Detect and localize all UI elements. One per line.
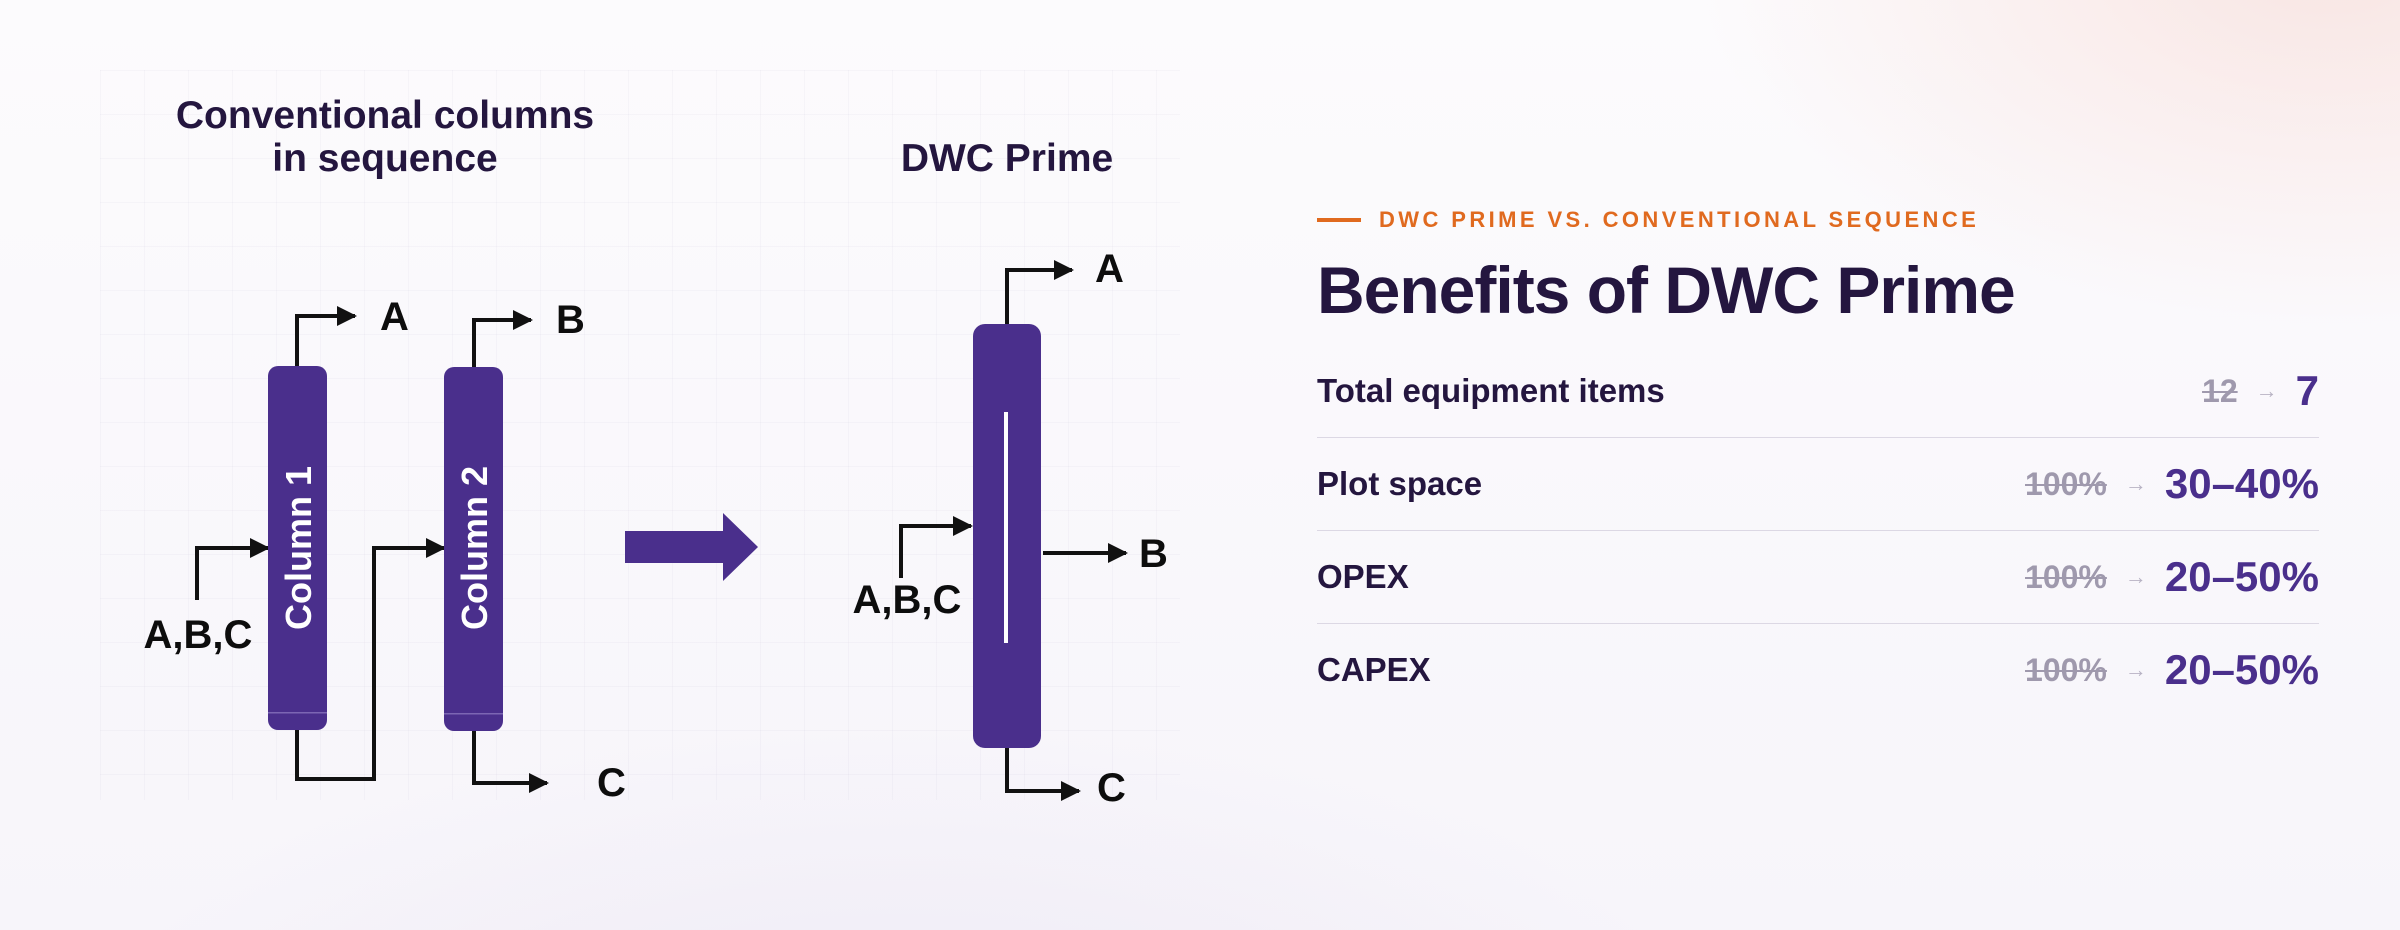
feed-label-conventional: A,B,C (144, 613, 253, 657)
new-value: 7 (2295, 367, 2319, 414)
benefit-row-plot-space: Plot space 100% → 30–40% (1317, 438, 2319, 531)
benefit-row-opex: OPEX 100% → 20–50% (1317, 531, 2319, 624)
product-a-label-dwc: A (1095, 247, 1124, 291)
product-c-line-column2 (472, 731, 549, 793)
column-1-label: Column 1 (278, 466, 319, 630)
product-c-label-conventional: C (597, 761, 626, 805)
intercolumn-line (295, 538, 446, 781)
feed-line-column1 (195, 538, 270, 600)
eyebrow-accent-bar (1317, 218, 1361, 222)
product-a-line-column1 (295, 306, 357, 366)
old-value: 100% (2025, 558, 2107, 595)
benefit-label: OPEX (1317, 558, 1409, 595)
product-c-line-dwc (1005, 748, 1081, 801)
feed-line-dwc (899, 516, 973, 578)
product-a-label-conventional: A (380, 295, 409, 339)
arrow-icon: → (2124, 564, 2147, 589)
benefit-row-equipment: Total equipment items 12 → 7 (1317, 345, 2319, 438)
column-1: Column 1 (268, 366, 327, 730)
arrow-icon: → (2255, 378, 2278, 403)
benefit-label: Plot space (1317, 465, 1483, 502)
new-value: 20–50% (2164, 646, 2319, 693)
benefit-label: CAPEX (1317, 651, 1431, 688)
benefit-row-capex: CAPEX 100% → 20–50% (1317, 624, 2319, 716)
arrow-icon: → (2124, 471, 2147, 496)
process-diagram: Conventional columns in sequence DWC Pri… (144, 94, 1168, 810)
benefits-list: Total equipment items 12 → 7 Plot space … (1317, 345, 2319, 716)
feed-label-dwc: A,B,C (853, 578, 962, 622)
new-value: 30–40% (2164, 460, 2319, 507)
left-heading-line1: Conventional columns (176, 94, 594, 137)
right-heading: DWC Prime (901, 137, 1113, 180)
old-value: 100% (2025, 651, 2107, 688)
benefit-values: 12 → 7 (2202, 367, 2319, 415)
left-heading-line2: in sequence (272, 137, 497, 180)
benefits-panel: DWC PRIME VS. CONVENTIONAL SEQUENCE Bene… (1317, 205, 2319, 716)
transition-arrow (625, 513, 758, 581)
eyebrow-text: DWC PRIME VS. CONVENTIONAL SEQUENCE (1379, 207, 1980, 232)
new-value: 20–50% (2164, 553, 2319, 600)
product-b-label-conventional: B (556, 298, 585, 342)
dwc-column (973, 324, 1041, 748)
column-2-label: Column 2 (454, 466, 495, 630)
column-2: Column 2 (444, 367, 503, 731)
benefit-label: Total equipment items (1317, 372, 1665, 409)
arrow-icon: → (2124, 657, 2147, 682)
benefit-values: 100% → 30–40% (2025, 460, 2319, 508)
benefit-values: 100% → 20–50% (2025, 553, 2319, 601)
product-b-line-column2 (472, 310, 533, 367)
old-value: 100% (2025, 465, 2107, 502)
old-value: 12 (2202, 372, 2238, 409)
product-a-line-dwc (1005, 260, 1074, 324)
eyebrow: DWC PRIME VS. CONVENTIONAL SEQUENCE (1317, 205, 2319, 235)
product-c-label-dwc: C (1097, 766, 1126, 810)
benefit-values: 100% → 20–50% (2025, 646, 2319, 694)
product-b-label-dwc: B (1139, 532, 1168, 576)
panel-title: Benefits of DWC Prime (1317, 253, 2016, 327)
